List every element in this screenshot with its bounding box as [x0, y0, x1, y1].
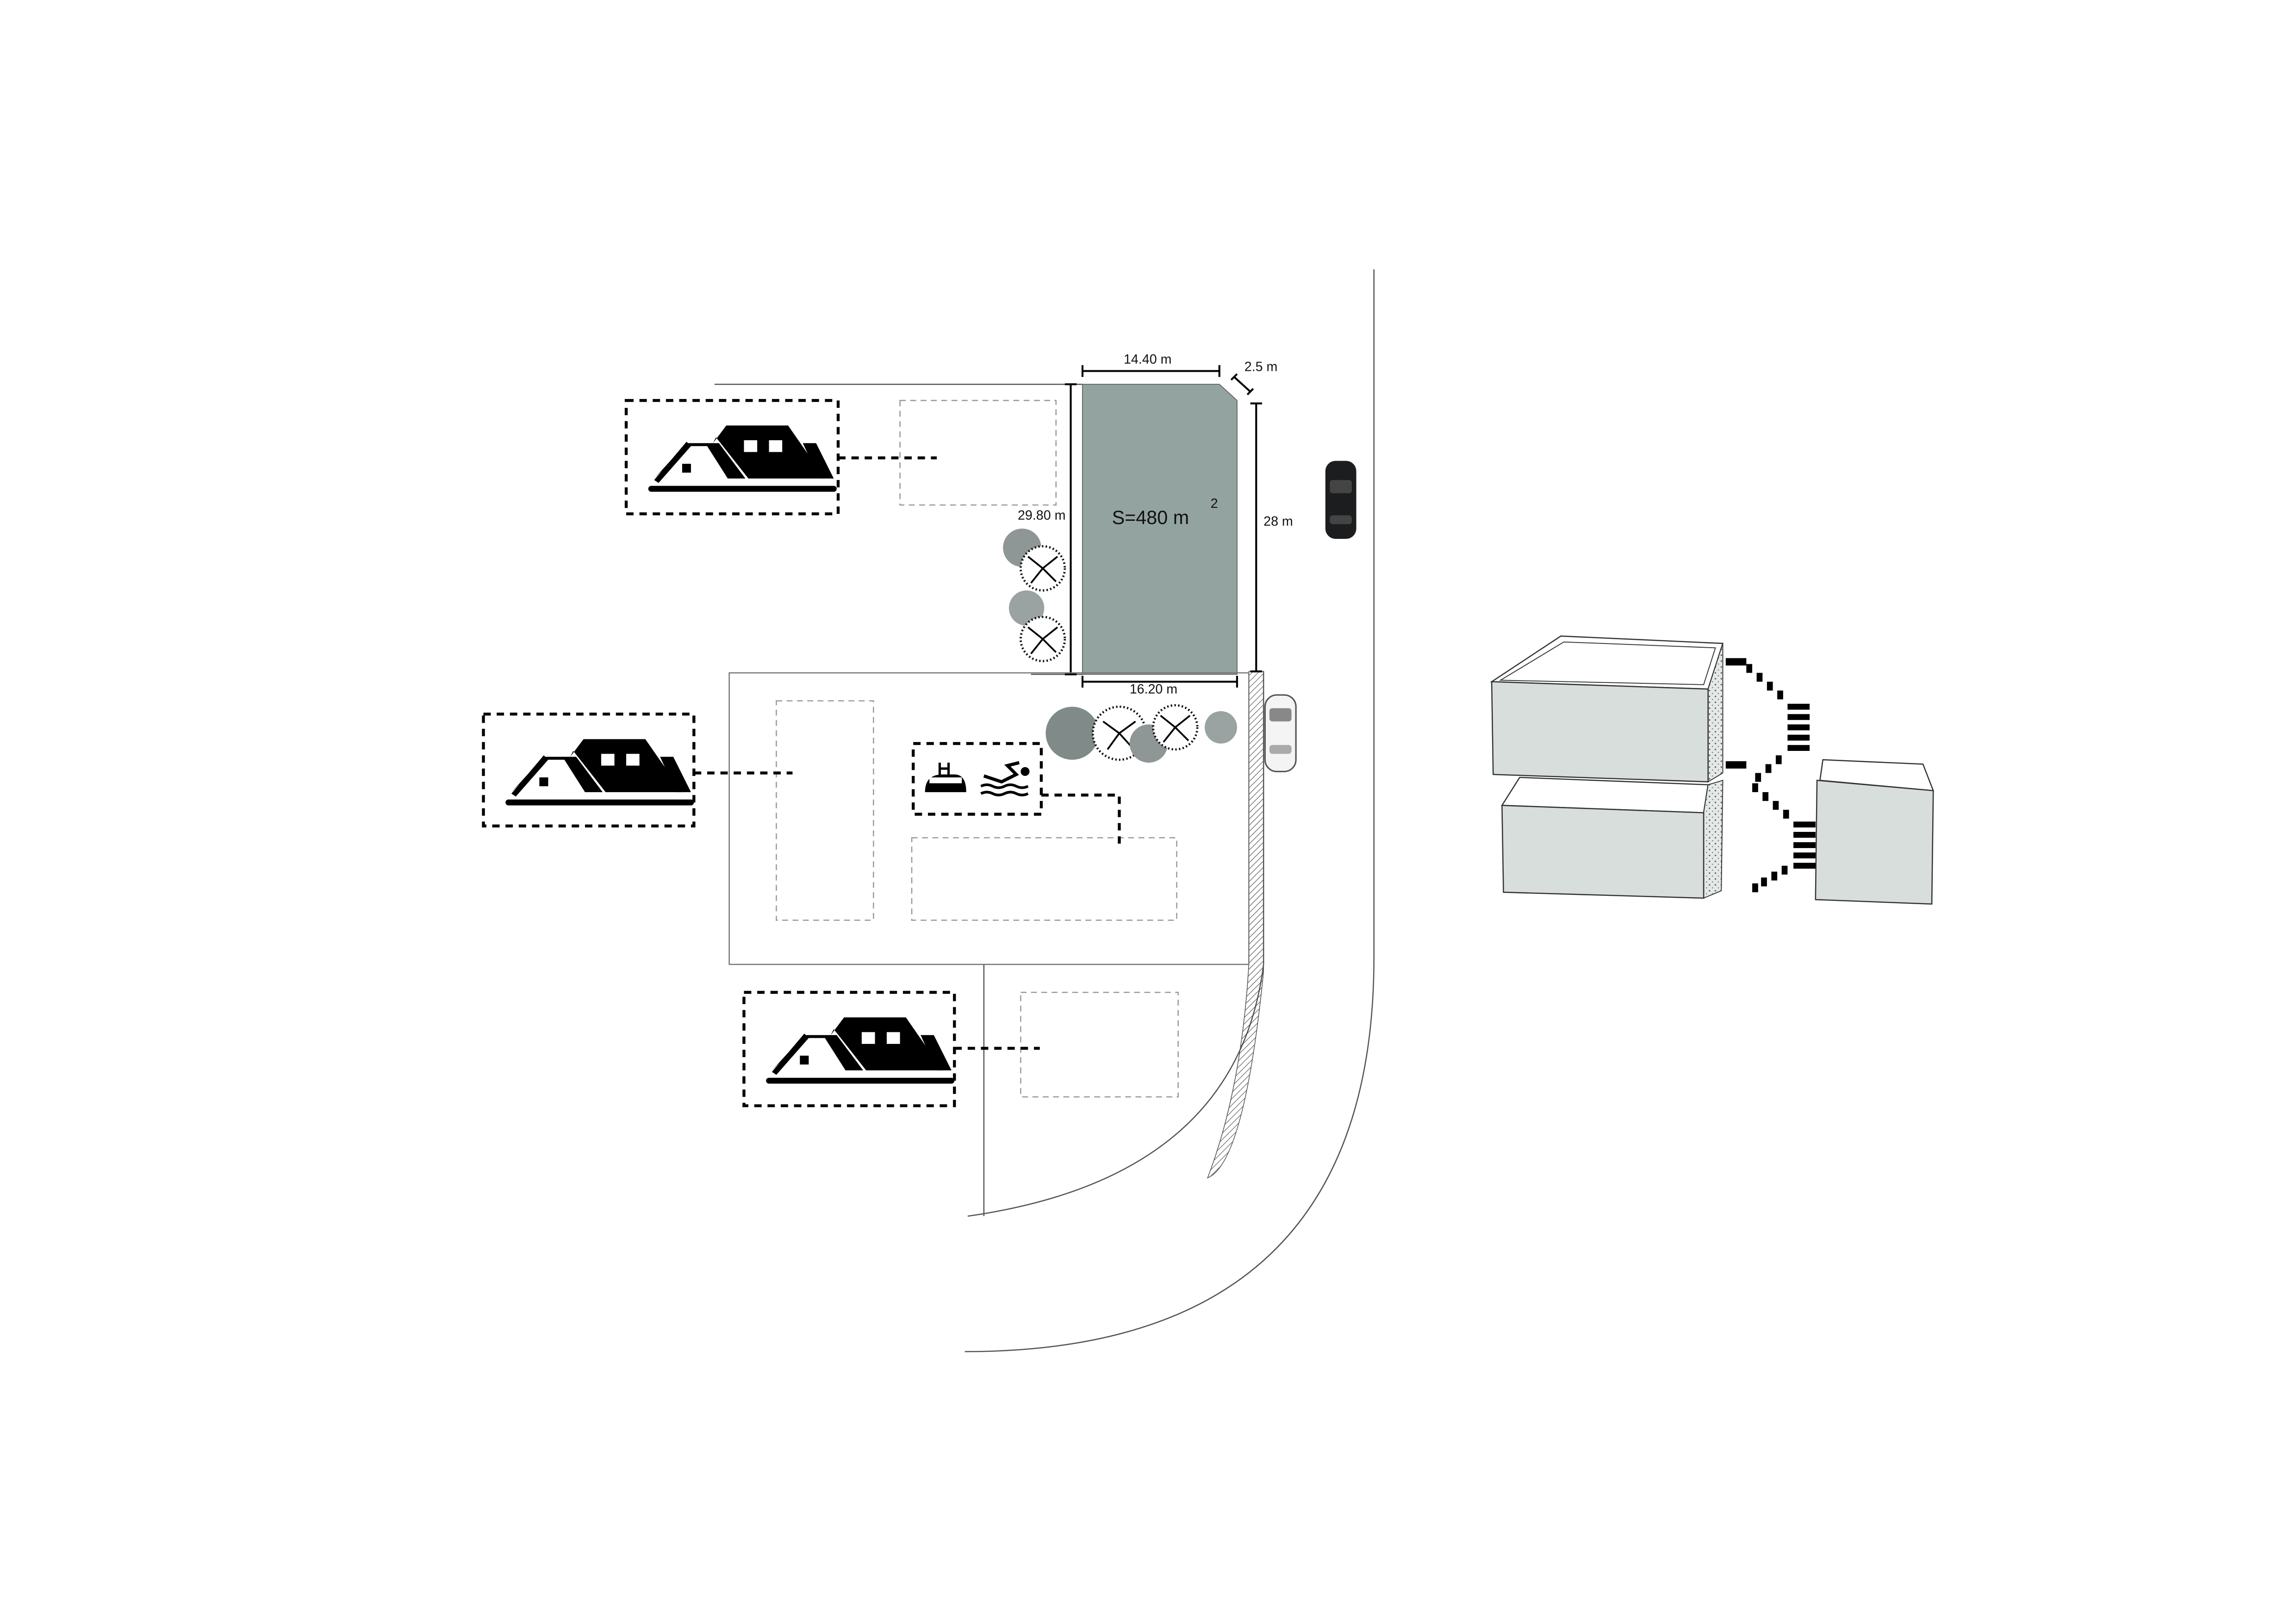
- neighbor-lot-middle: [728, 672, 1250, 965]
- swimmer-icon: [980, 761, 1030, 797]
- house-icon: [648, 425, 837, 492]
- upper-volume: [1490, 635, 1724, 783]
- lower-volume: [1501, 776, 1724, 899]
- small-volume: [1815, 759, 1935, 905]
- dimension-top: 14.40 m: [1081, 352, 1220, 377]
- car-dark: [1325, 461, 1356, 539]
- house-legend-bottom: [742, 991, 1040, 1107]
- svg-text:2.5 m: 2.5 m: [1244, 359, 1278, 374]
- car-white: [1264, 694, 1297, 773]
- house-icon: [505, 739, 694, 806]
- pool-legend: [912, 742, 1121, 850]
- house-legend-middle: [482, 712, 793, 828]
- road-outer-edge: [964, 269, 1375, 1352]
- neighbor-building-top: [899, 400, 1057, 506]
- plot-area-exponent: 2: [1211, 496, 1218, 511]
- neighbor-building-bottom: [1020, 992, 1179, 1098]
- dimension-right: 28 m: [1250, 402, 1293, 673]
- trees-left: [1003, 528, 1066, 662]
- neighbor-building-middle: [776, 700, 874, 921]
- svg-text:29.80 m: 29.80 m: [1018, 508, 1065, 523]
- dimension-corner: 2.5 m: [1230, 359, 1278, 395]
- house-legend-top: [624, 399, 937, 516]
- dimension-bottom: 16.20 m: [1081, 675, 1238, 697]
- axonometric-massing: [1490, 635, 1935, 905]
- dimension-left: 29.80 m: [1018, 383, 1077, 675]
- building-plot: [1082, 384, 1238, 675]
- pool-ladder-icon: [925, 762, 966, 793]
- plot-area-label: S=480 m: [1112, 507, 1189, 528]
- trees-row: [1045, 704, 1237, 763]
- staircase: [1725, 658, 1816, 893]
- svg-text:28 m: 28 m: [1263, 514, 1293, 529]
- house-icon: [766, 1017, 955, 1084]
- svg-text:16.20 m: 16.20 m: [1130, 682, 1177, 697]
- sidewalk-hatch: [1207, 671, 1264, 1179]
- pool-area: [911, 837, 1177, 921]
- svg-text:14.40 m: 14.40 m: [1124, 352, 1171, 367]
